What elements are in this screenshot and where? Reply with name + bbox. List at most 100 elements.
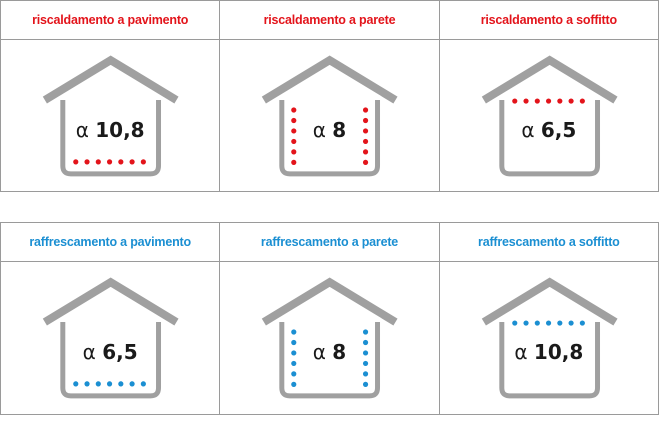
emitter-dot — [291, 128, 297, 134]
emitter-dot — [579, 98, 585, 104]
cooling-wall-cell: raffrescamento a parete α 8 — [220, 223, 440, 414]
house-walls — [498, 322, 600, 399]
alpha-number: 6,5 — [102, 340, 138, 364]
emitter-dot — [511, 320, 518, 326]
emitter-dot — [95, 159, 101, 165]
emitter-dot — [363, 107, 369, 113]
cooling-ceiling-cell: raffrescamento a soffitto α 10,8 — [439, 223, 658, 414]
emitter-dot — [363, 128, 369, 134]
emitter-dot — [534, 320, 540, 326]
emitter-dot — [106, 381, 113, 387]
alpha-symbol: α — [514, 340, 534, 364]
house-walls — [60, 100, 162, 177]
emitter-dot — [363, 339, 369, 346]
alpha-number: 10,8 — [95, 118, 145, 142]
emitter-dot — [118, 159, 124, 165]
emitter-dot — [363, 360, 369, 367]
emitter-dot — [363, 350, 369, 356]
alpha-value-label: α 8 — [220, 340, 438, 364]
house-walls — [279, 100, 381, 177]
emitter-dot — [129, 159, 135, 165]
heating-ceiling-cell: riscaldamento a soffitto α 6,5 — [439, 1, 658, 192]
house-diagram: α 6,5 — [440, 40, 658, 192]
emitter-dot — [291, 107, 297, 113]
roof-shape — [481, 55, 618, 104]
roof-shape — [262, 277, 398, 326]
alpha-value-label: α 8 — [220, 118, 438, 142]
alpha-symbol: α — [312, 340, 333, 364]
emitter-dot — [523, 98, 529, 104]
cell-title: raffrescamento a pavimento — [1, 223, 220, 262]
emitter-dot — [84, 159, 90, 165]
house-diagram: α 6,5 — [1, 262, 219, 414]
emitter-dot — [363, 381, 369, 387]
emitter-dot — [106, 159, 113, 165]
heating-wall-cell: riscaldamento a parete α 8 — [220, 1, 440, 192]
emitter-dot — [73, 159, 79, 165]
emitter-dot — [568, 320, 574, 326]
emitter-dot — [291, 117, 297, 124]
emitter-dot — [545, 98, 551, 104]
alpha-value-label: α 10,8 — [440, 340, 658, 364]
emitter-dot — [363, 138, 369, 145]
house-walls — [60, 322, 162, 399]
emitter-dot — [523, 320, 529, 326]
emitter-dot — [363, 371, 369, 377]
house-walls — [279, 322, 381, 399]
emitter-dot — [129, 381, 135, 387]
emitter-dot — [291, 159, 297, 165]
roof-shape — [42, 55, 179, 104]
emitter-dot — [140, 159, 146, 165]
cell-title: riscaldamento a soffitto — [439, 1, 658, 40]
alpha-symbol: α — [75, 118, 96, 142]
emitter-dot — [118, 381, 124, 387]
alpha-symbol: α — [82, 340, 103, 364]
house-diagram: α 10,8 — [1, 40, 219, 192]
emitter-dot — [73, 381, 79, 387]
heating-panel: riscaldamento a pavimento α 10,8 riscald… — [0, 0, 659, 192]
emitter-dot — [556, 320, 563, 326]
emitter-dot — [579, 320, 585, 326]
cell-title: raffrescamento a soffitto — [439, 223, 658, 262]
emitter-dot — [84, 381, 90, 387]
emitter-dot — [556, 98, 563, 104]
cell-title: raffrescamento a parete — [220, 223, 439, 262]
house-walls — [498, 100, 600, 177]
emitter-dot — [291, 149, 297, 155]
alpha-symbol: α — [521, 118, 541, 142]
alpha-number: 8 — [332, 340, 347, 364]
alpha-value-label: α 6,5 — [440, 118, 658, 142]
house-diagram: α 10,8 — [440, 262, 658, 414]
emitter-dot — [363, 159, 369, 165]
alpha-number: 8 — [332, 118, 347, 142]
house-diagram: α 8 — [220, 40, 438, 192]
alpha-number: 6,5 — [540, 118, 577, 142]
emitter-dot — [363, 149, 369, 155]
emitter-dot — [291, 350, 297, 356]
emitter-dot — [534, 98, 540, 104]
emitter-dot — [511, 98, 518, 104]
emitter-dot — [545, 320, 551, 326]
emitter-dot — [568, 98, 574, 104]
emitter-dot — [291, 339, 297, 346]
emitter-dot — [291, 360, 297, 367]
emitter-dot — [291, 381, 297, 387]
roof-shape — [42, 277, 179, 326]
emitter-dot — [140, 381, 146, 387]
house-diagram: α 8 — [220, 262, 438, 414]
emitter-dot — [363, 329, 369, 335]
cooling-floor-cell: raffrescamento a pavimento α 6,5 — [1, 223, 221, 414]
emitter-dot — [363, 117, 369, 124]
emitter-dot — [291, 371, 297, 377]
roof-shape — [262, 55, 398, 104]
alpha-number: 10,8 — [533, 340, 584, 364]
heating-floor-cell: riscaldamento a pavimento α 10,8 — [1, 1, 221, 192]
emitter-dot — [291, 329, 297, 335]
cooling-panel: raffrescamento a pavimento α 6,5 raffres… — [0, 222, 659, 415]
roof-shape — [481, 277, 618, 326]
emitter-dot — [95, 381, 101, 387]
alpha-value-label: α 10,8 — [1, 118, 219, 142]
alpha-symbol: α — [312, 118, 333, 142]
alpha-value-label: α 6,5 — [1, 340, 219, 364]
cell-title: riscaldamento a pavimento — [1, 1, 220, 40]
